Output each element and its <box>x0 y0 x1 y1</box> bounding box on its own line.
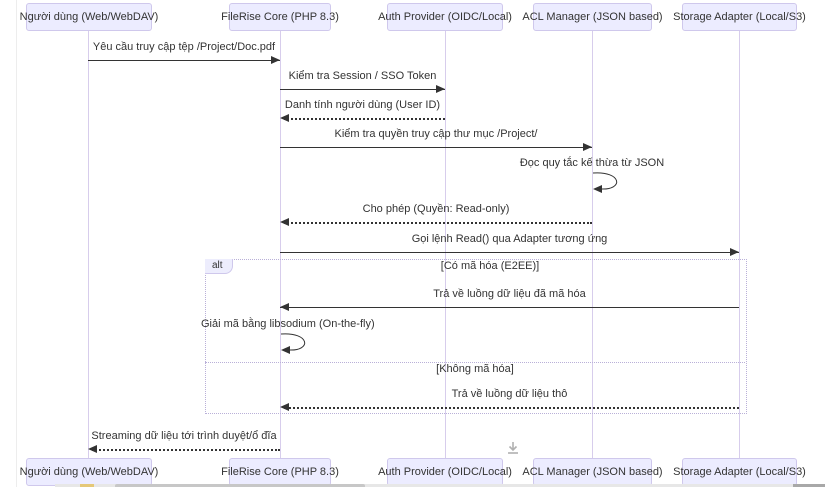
background-window-tab <box>115 484 365 487</box>
message-line <box>280 252 739 253</box>
message-label: Kiểm tra quyền truy cập thư mục /Project… <box>334 128 538 140</box>
message-line <box>284 407 739 409</box>
alt-label: alt <box>205 259 233 274</box>
lifeline-user <box>88 31 89 458</box>
message-label: Cho phép (Quyền: Read-only) <box>362 203 510 215</box>
participant-acl-manager-top: ACL Manager (JSON based) <box>522 3 663 31</box>
message-label: Danh tính người dùng (User ID) <box>284 99 441 111</box>
message-label: Kiểm tra Session / SSO Token <box>288 70 437 82</box>
self-message-loop <box>592 172 618 193</box>
lifeline-acl-manager <box>592 31 593 458</box>
participant-auth-provider-bottom: Auth Provider (OIDC/Local) <box>378 458 512 486</box>
alt-condition-1: [Có mã hóa (E2EE)] <box>440 260 540 272</box>
download-icon <box>508 442 518 454</box>
arrowhead <box>280 218 289 226</box>
arrowhead <box>280 303 289 311</box>
participant-filerise-core-top: FileRise Core (PHP 8.3) <box>221 3 339 31</box>
message-label: Trả về luồng dữ liệu thô <box>451 388 568 400</box>
message-line <box>280 307 739 308</box>
participant-acl-manager-bottom: ACL Manager (JSON based) <box>522 458 663 486</box>
self-message-loop <box>280 333 306 354</box>
arrowhead <box>436 85 445 93</box>
alt-divider <box>205 362 745 363</box>
arrowhead <box>280 114 289 122</box>
message-line <box>92 449 280 451</box>
participant-user-bottom: Người dùng (Web/WebDAV) <box>20 458 158 486</box>
lifeline-auth-provider <box>445 31 446 458</box>
participant-filerise-core-bottom: FileRise Core (PHP 8.3) <box>221 458 339 486</box>
arrowhead <box>583 143 592 151</box>
participant-storage-adapter-bottom: Storage Adapter (Local/S3) <box>673 458 806 486</box>
message-line <box>284 118 445 120</box>
message-line <box>284 222 592 224</box>
message-line <box>280 89 445 90</box>
message-line <box>280 147 592 148</box>
panel-divider <box>16 0 17 487</box>
lifeline-storage-adapter <box>739 31 740 458</box>
background-window-corner <box>793 484 825 487</box>
background-window-edge <box>55 484 825 487</box>
message-label: Trả về luồng dữ liệu đã mã hóa <box>433 288 586 300</box>
message-label: Gọi lệnh Read() qua Adapter tương ứng <box>411 233 608 245</box>
participant-auth-provider-top: Auth Provider (OIDC/Local) <box>378 3 512 31</box>
alt-fragment <box>205 259 747 414</box>
participant-storage-adapter-top: Storage Adapter (Local/S3) <box>673 3 806 31</box>
background-window-accent <box>80 484 94 487</box>
arrowhead <box>730 248 739 256</box>
lifeline-filerise-core <box>280 31 281 458</box>
arrowhead <box>88 445 97 453</box>
arrowhead <box>271 56 280 64</box>
message-label: Giải mã bằng libsodium (On-the-fly) <box>201 318 375 330</box>
message-label: Streaming dữ liệu tới trình duyệt/ổ đĩa <box>91 430 277 442</box>
message-line <box>88 60 280 61</box>
arrowhead <box>280 403 289 411</box>
participant-user-top: Người dùng (Web/WebDAV) <box>20 3 158 31</box>
message-label: Yêu cầu truy cập tệp /Project/Doc.pdf <box>92 41 276 53</box>
alt-condition-2: [Không mã hóa] <box>436 363 514 375</box>
download-button[interactable] <box>503 439 523 457</box>
message-label: Đọc quy tắc kế thừa từ JSON <box>519 157 665 169</box>
